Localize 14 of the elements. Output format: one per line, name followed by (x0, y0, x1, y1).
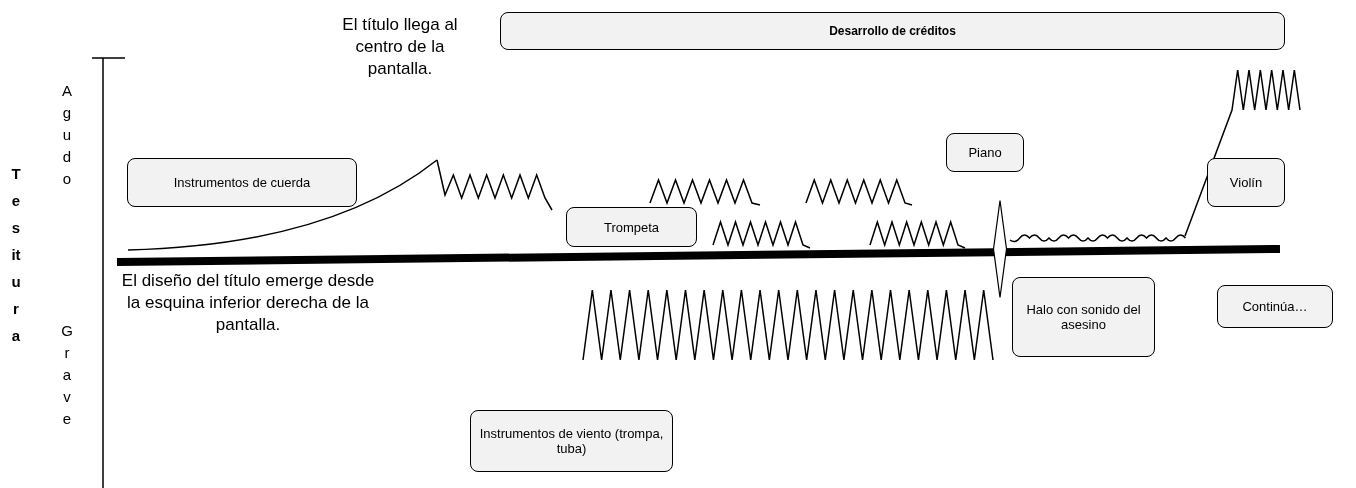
annotation-text: El diseño del título emerge desde la esquina inferior derecha de la pantalla. (120, 270, 376, 337)
label-box: Halo con sonido del asesino (1012, 277, 1155, 357)
annotation-text: El título llega al centro de la pantalla. (341, 14, 459, 81)
label-box: Instrumentos de cuerda (127, 158, 357, 207)
label-box: Violín (1207, 158, 1285, 207)
label-box: Trompeta (566, 207, 697, 247)
label-box: Piano (946, 133, 1024, 172)
axis-title: Tesitura (10, 164, 22, 346)
diamond-mark (993, 200, 1007, 298)
label-box: Continúa… (1217, 285, 1333, 328)
label-box: Instrumentos de viento (trompa, tuba) (470, 410, 673, 472)
label-box: Desarrollo de créditos (500, 12, 1285, 50)
axis-label: Grave (61, 321, 73, 429)
axis-label: Agudo (61, 81, 73, 189)
